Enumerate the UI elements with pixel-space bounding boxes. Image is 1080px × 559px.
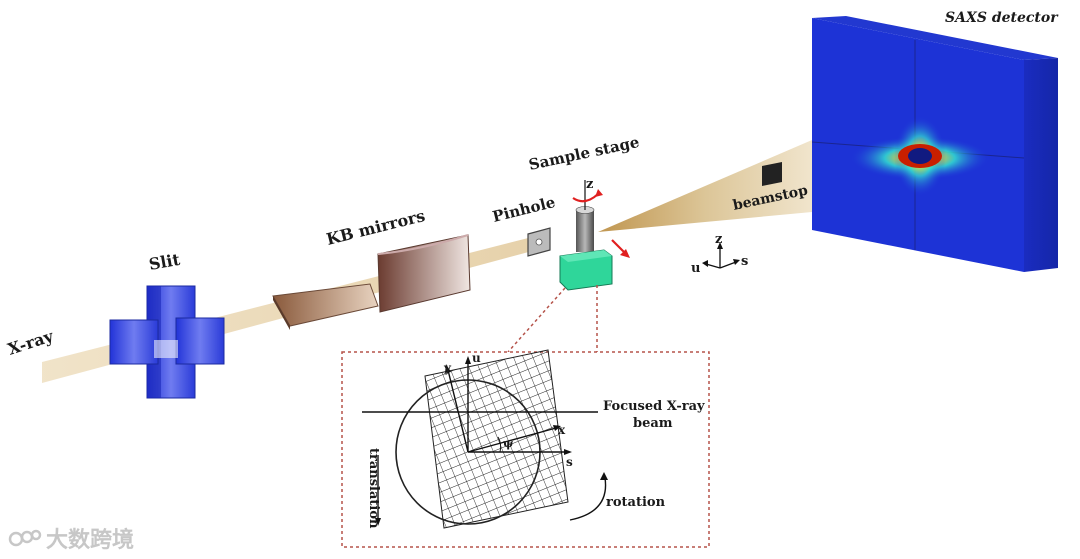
saxs-detector: [811, 16, 1058, 272]
sample-stage: [559, 180, 630, 291]
watermark: 大数跨境: [8, 523, 134, 553]
rotation-label: rotation: [606, 495, 666, 510]
watermark-logo-icon: [8, 529, 42, 547]
inset-axes: [375, 356, 608, 526]
coord-s-label: s: [741, 254, 748, 269]
slit: [109, 285, 225, 399]
pinhole-label: Pinhole: [491, 193, 557, 226]
scattered-cone: [598, 140, 812, 232]
lab-coordinate-axes: [702, 242, 740, 269]
beamstop-block: [762, 162, 782, 186]
inset-axis-x: x: [558, 423, 566, 437]
slit-label: Slit: [147, 250, 182, 274]
inset-axis-y: y: [443, 361, 452, 375]
coord-u-label: u: [691, 261, 700, 276]
pinhole: [527, 227, 551, 257]
inset-rotation-arrow-icon: [569, 477, 607, 521]
stage-axis-z-label: z: [586, 177, 593, 192]
coord-z-label: z: [715, 232, 722, 247]
focused-beam-label-line1: Focused X-ray: [603, 399, 705, 414]
xray-label: X-ray: [5, 326, 56, 359]
translation-label: translation: [366, 448, 381, 529]
watermark-text: 大数跨境: [46, 528, 135, 553]
kb-mirrors-label: KB mirrors: [324, 206, 427, 249]
inset-axis-s: s: [566, 455, 573, 469]
focused-beam-label-line2: beam: [633, 416, 673, 431]
inset-angle-psi: ψ: [503, 437, 513, 450]
inset-axis-u: u: [472, 351, 481, 365]
kb-mirrors: [272, 234, 471, 330]
saxs-detector-label: SAXS detector: [945, 10, 1059, 26]
sample-stage-label: Sample stage: [527, 133, 641, 174]
